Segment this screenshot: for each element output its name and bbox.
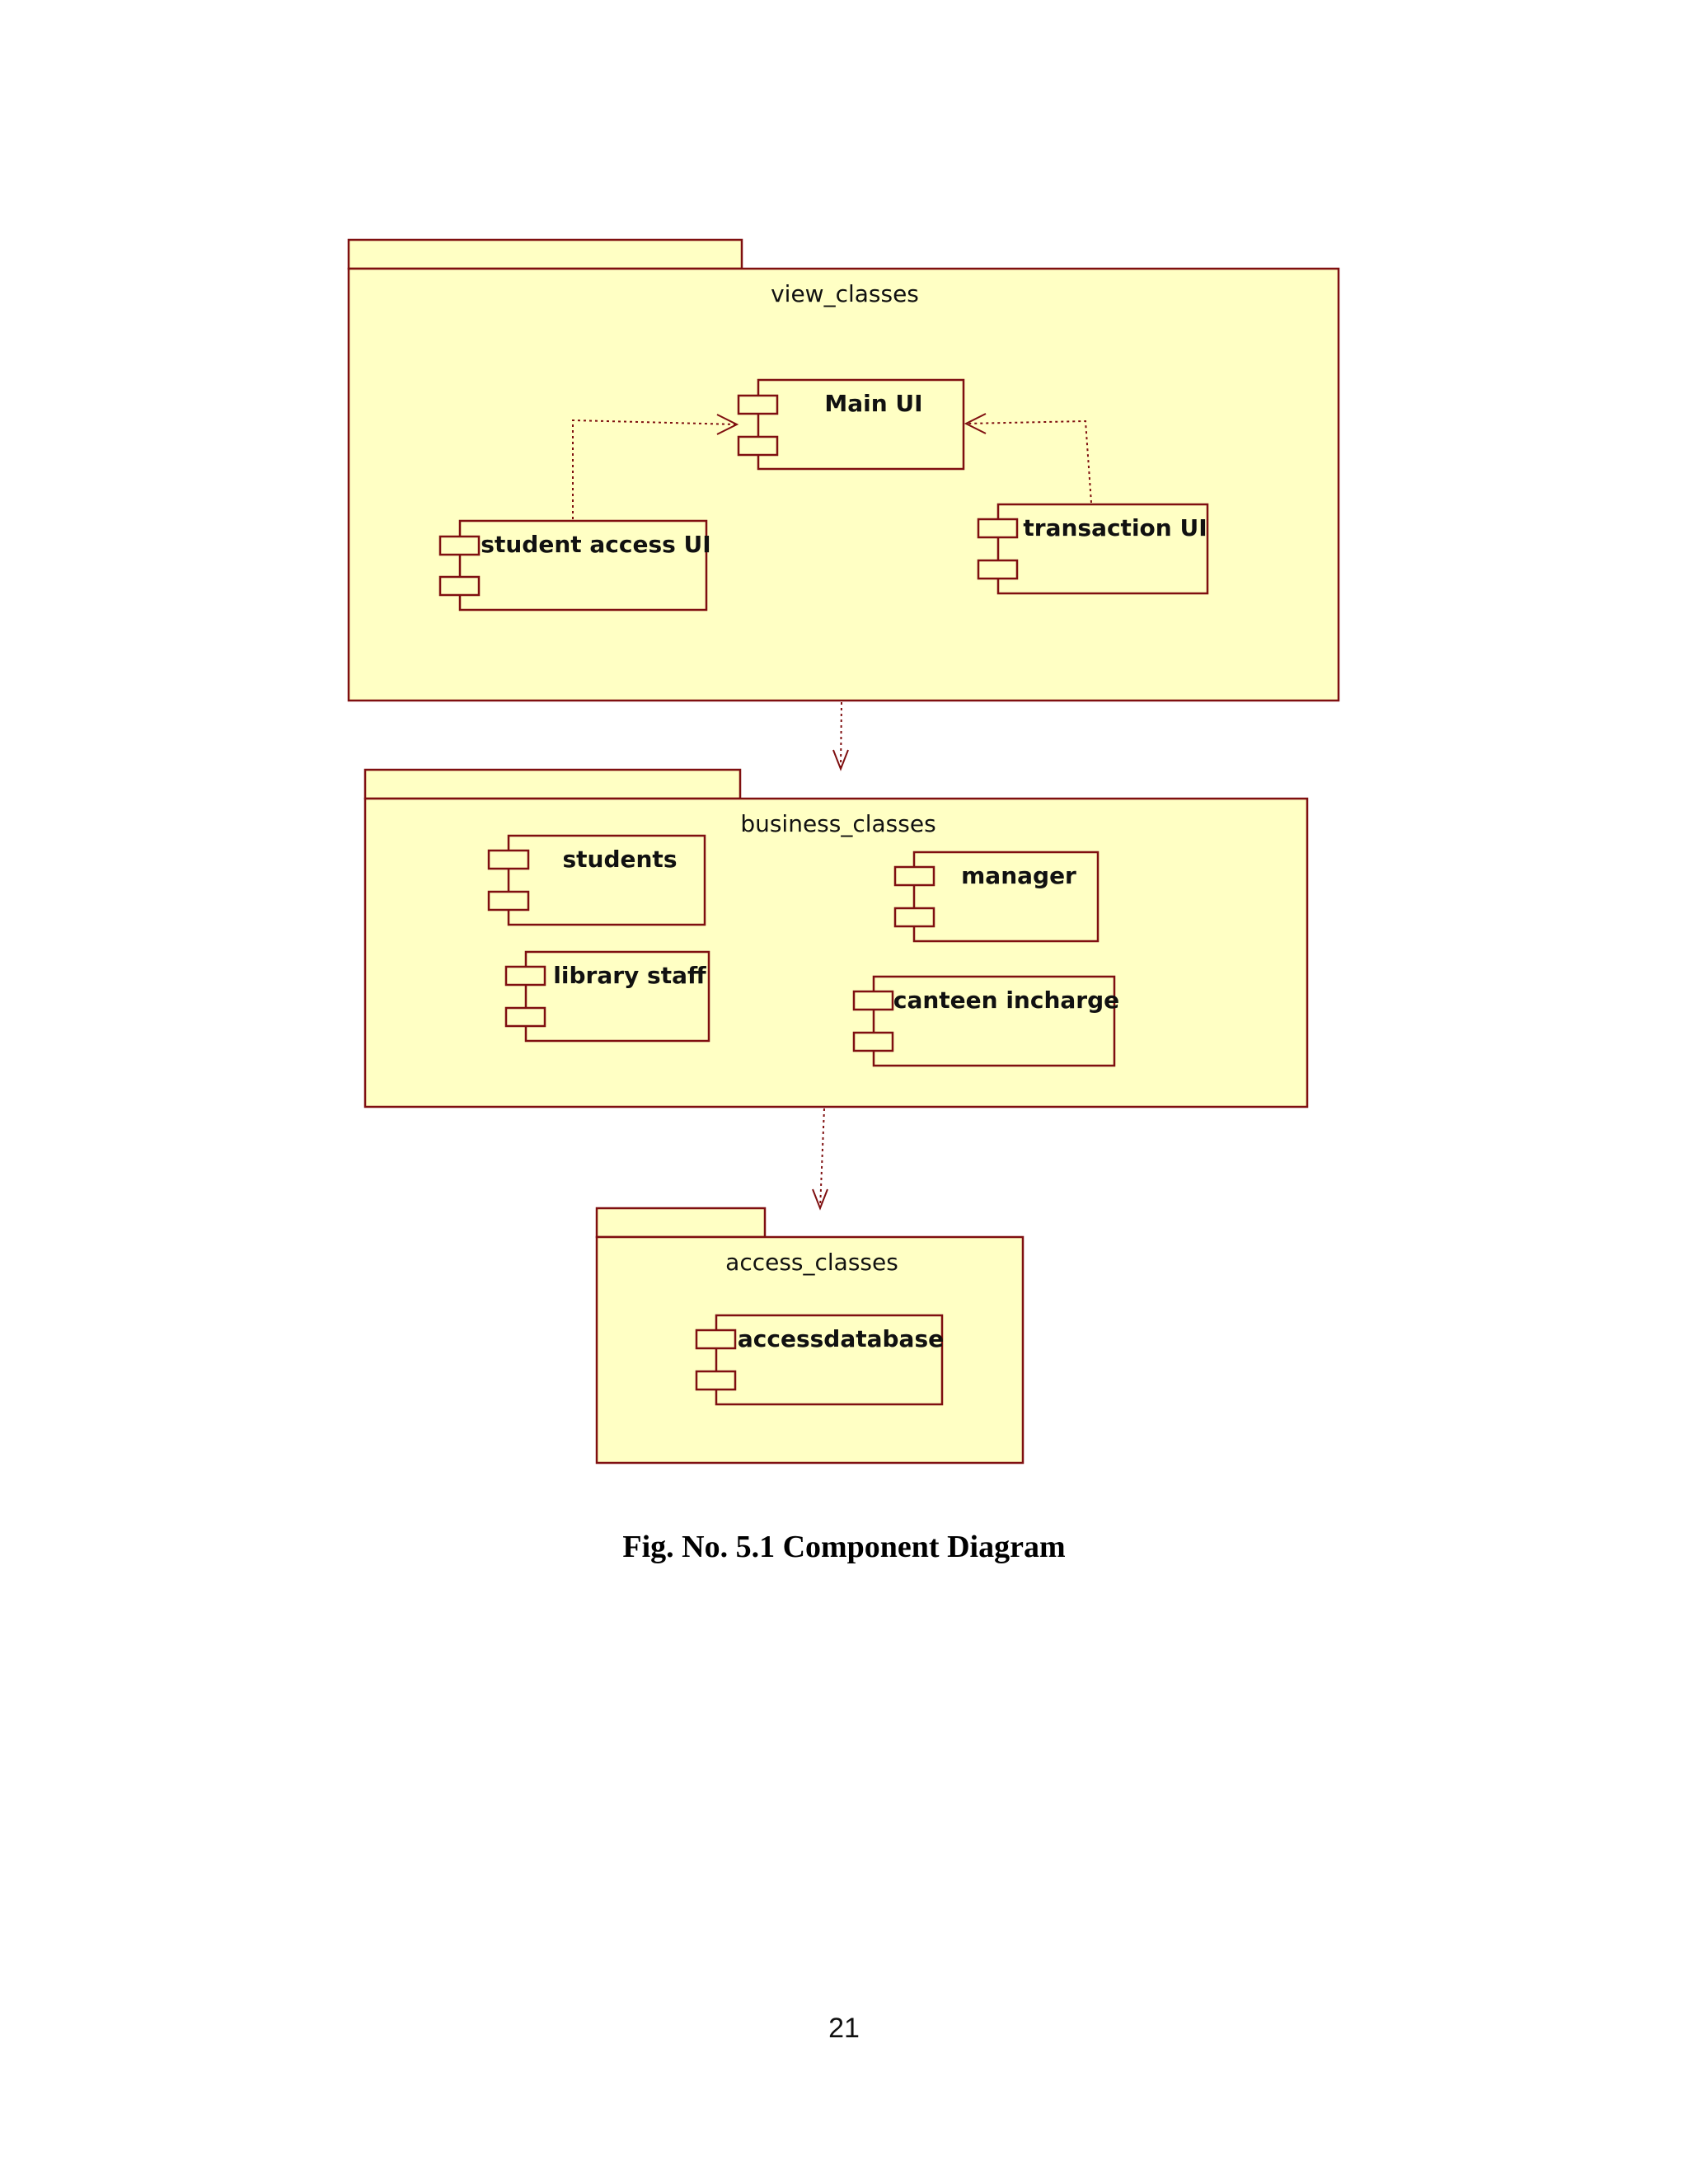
component-name-canteen-incharge: canteen incharge bbox=[893, 987, 1119, 1014]
component-name-students: students bbox=[562, 846, 677, 873]
component-name-student-access-ui: student access UI bbox=[481, 531, 710, 558]
component-name-transaction-ui: transaction UI bbox=[1023, 514, 1207, 541]
package-tab bbox=[595, 1207, 767, 1239]
component-port-icon bbox=[852, 990, 894, 1011]
page-number: 21 bbox=[828, 2013, 860, 2044]
component-port-icon bbox=[487, 890, 530, 912]
component-name-main-ui: Main UI bbox=[824, 390, 922, 417]
arrowhead-icon bbox=[964, 413, 987, 434]
component-port-icon bbox=[695, 1329, 737, 1350]
dependency-business-to-access bbox=[812, 1108, 828, 1211]
component-box bbox=[524, 950, 710, 1043]
component-library-staff: library staff bbox=[504, 950, 710, 1043]
package-body bbox=[347, 267, 1340, 702]
package-tab bbox=[347, 238, 743, 270]
component-student-access-ui: student access UI bbox=[438, 519, 711, 612]
dependency-line bbox=[819, 1108, 825, 1209]
package-business-classes: business_classes bbox=[363, 768, 1309, 1108]
component-box bbox=[872, 975, 1116, 1067]
component-port-icon bbox=[695, 1370, 737, 1391]
package-tab bbox=[363, 768, 742, 800]
package-name-view-classes: view_classes bbox=[771, 280, 919, 307]
component-name-library-staff: library staff bbox=[553, 962, 706, 989]
component-box bbox=[912, 851, 1100, 943]
dependency-view-to-business bbox=[832, 701, 849, 771]
component-name-accessdatabase: accessdatabase bbox=[738, 1325, 944, 1352]
component-name-manager: manager bbox=[961, 862, 1076, 889]
component-port-icon bbox=[893, 865, 935, 887]
dependency-student-to-main bbox=[572, 414, 739, 519]
dependency-line bbox=[965, 419, 1092, 504]
component-box bbox=[996, 503, 1209, 595]
component-box bbox=[715, 1314, 944, 1406]
component-port-icon bbox=[737, 435, 779, 457]
component-manager: manager bbox=[893, 851, 1100, 943]
component-port-icon bbox=[977, 559, 1019, 580]
component-port-icon bbox=[438, 575, 481, 597]
component-port-icon bbox=[852, 1031, 894, 1052]
component-port-icon bbox=[893, 907, 935, 928]
component-port-icon bbox=[487, 849, 530, 870]
component-box bbox=[507, 834, 706, 926]
component-port-icon bbox=[504, 965, 546, 987]
component-box bbox=[757, 378, 965, 471]
arrowhead-icon bbox=[832, 749, 849, 771]
dependency-line bbox=[840, 701, 842, 770]
package-name-business-classes: business_classes bbox=[740, 810, 935, 837]
component-accessdatabase: accessdatabase bbox=[695, 1314, 944, 1406]
component-box bbox=[458, 519, 708, 612]
figure-caption: Fig. No. 5.1 Component Diagram bbox=[622, 1530, 1066, 1564]
component-port-icon bbox=[438, 535, 481, 556]
component-students: students bbox=[487, 834, 706, 926]
arrowhead-icon bbox=[716, 414, 739, 435]
dependency-transaction-to-main bbox=[964, 413, 1092, 504]
package-name-access-classes: access_classes bbox=[725, 1249, 898, 1276]
component-canteen-incharge: canteen incharge bbox=[852, 975, 1119, 1067]
package-view-classes: view_classes bbox=[347, 238, 1340, 702]
dependency-line bbox=[572, 419, 738, 519]
component-port-icon bbox=[504, 1006, 546, 1028]
component-port-icon bbox=[977, 518, 1019, 539]
component-port-icon bbox=[737, 394, 779, 415]
package-body bbox=[363, 797, 1309, 1108]
component-transaction-ui: transaction UI bbox=[977, 503, 1209, 595]
arrowhead-icon bbox=[812, 1188, 828, 1211]
component-main-ui: Main UI bbox=[737, 378, 965, 471]
